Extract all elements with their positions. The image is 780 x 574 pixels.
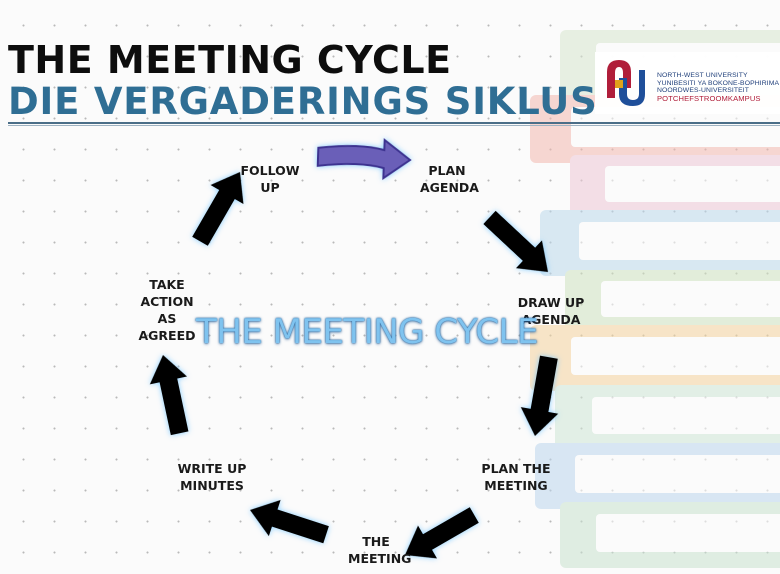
arrow-plan-to-draw <box>476 203 561 286</box>
university-emblem-icon <box>607 60 645 106</box>
step-draw-up-agenda: DRAW UP AGENDA <box>517 295 585 327</box>
logo-line: YUNIBESITI YA BOKONE-BOPHIRIMA <box>657 79 780 87</box>
step-write-up-minutes: WRITE UP MINUTES <box>177 461 247 493</box>
page-subtitle: DIE VERGADERINGS SIKLUS <box>8 80 598 123</box>
university-logo: NORTH-WEST UNIVERSITY YUNIBESITI YA BOKO… <box>595 52 780 114</box>
header-divider <box>8 122 780 124</box>
step-the-meeting: THE MEETING <box>348 534 412 566</box>
step-take-action: TAKE ACTION AS AGREED <box>138 277 196 343</box>
step-follow-up: FOLLOW UP <box>240 163 300 195</box>
logo-line: NORTH-WEST UNIVERSITY <box>657 72 748 79</box>
page-title: THE MEETING CYCLE <box>8 38 452 82</box>
arrow-meeting-to-minutes <box>244 491 332 553</box>
logo-line: NOORDWES-UNIVERSITEIT <box>657 87 749 95</box>
arrow-minutes-to-action <box>144 351 199 438</box>
step-plan-agenda: PLAN AGENDA <box>420 163 479 195</box>
arrow-draw-to-meeting-plan <box>516 353 568 440</box>
diagram-center-title: THE MEETING CYCLE <box>196 312 539 352</box>
arrow-follow-to-plan <box>316 138 412 181</box>
step-plan-the-meeting: PLAN THE MEETING <box>481 461 551 493</box>
header-divider-thin <box>8 125 780 126</box>
logo-line: POTCHEFSTROOMKAMPUS <box>657 93 761 103</box>
